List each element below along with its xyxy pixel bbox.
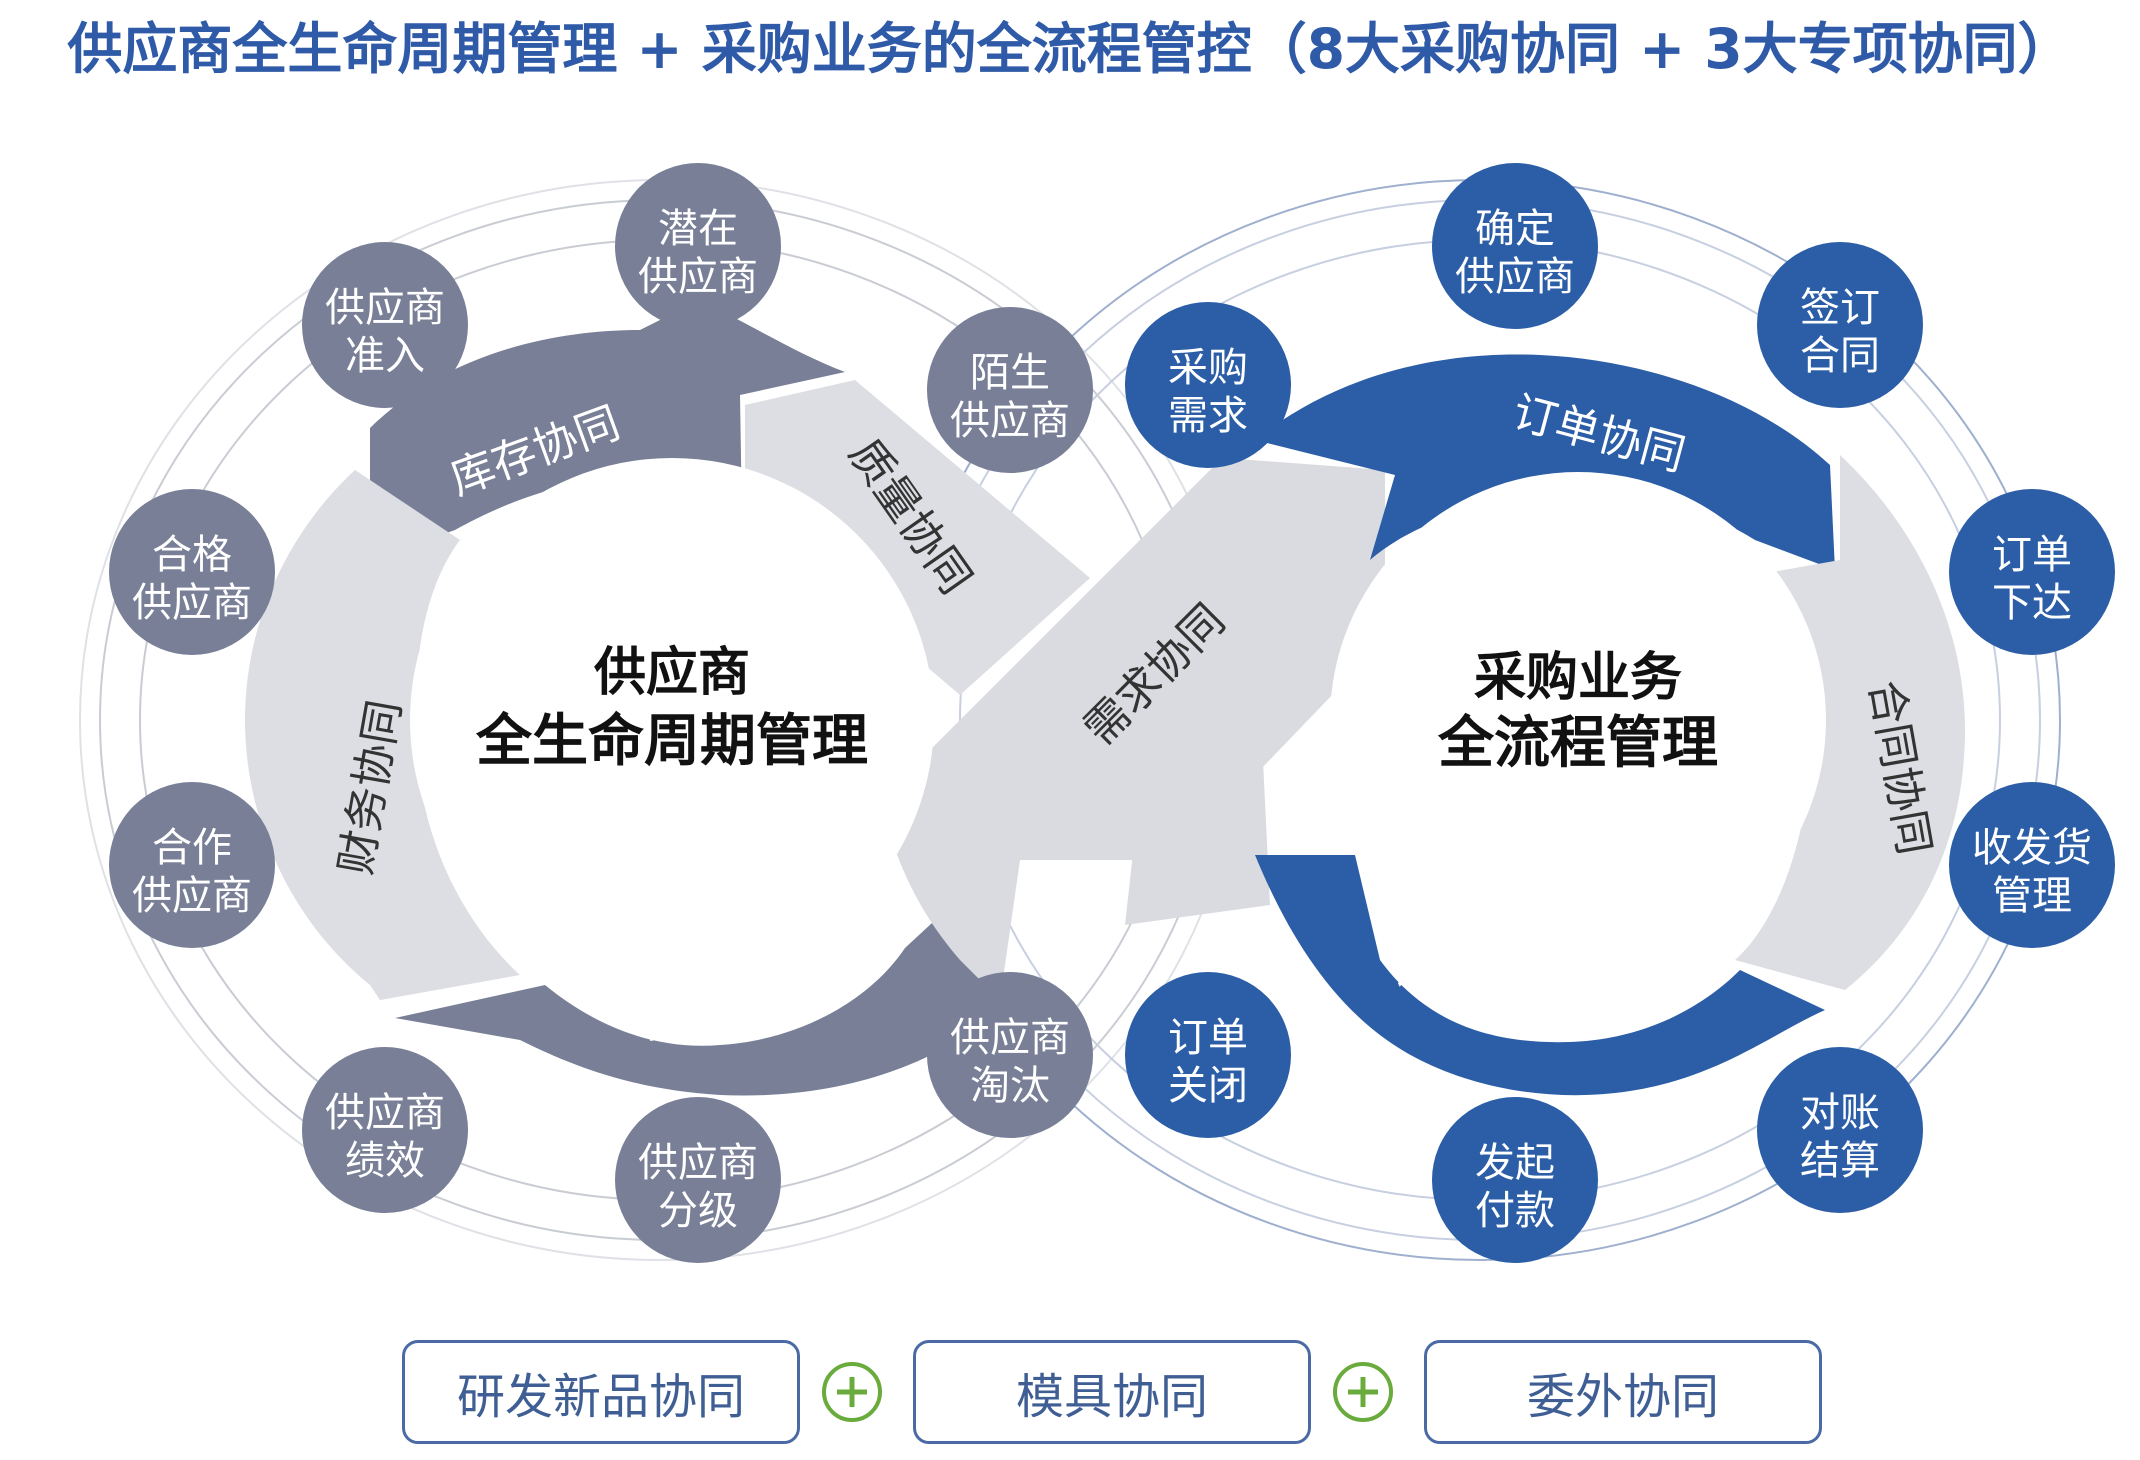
right-node-circle (1757, 1047, 1923, 1213)
right-node-circle (1432, 163, 1598, 329)
segment-technology (395, 860, 1000, 1096)
right-node-label: 订单 (1992, 532, 2072, 578)
bottom-row: 研发新品协同 模具协同 委外协同 (0, 1340, 2140, 1450)
left-node-label: 供应商 (950, 1015, 1070, 1061)
right-node-label: 需求 (1168, 393, 1248, 439)
left-node-label: 供应商 (950, 398, 1070, 444)
segment-order (1255, 354, 1835, 570)
left-center-line2: 全生命周期管理 (475, 709, 868, 774)
left-node-label: 供应商 (132, 580, 252, 626)
plus-icon (1333, 1362, 1393, 1422)
right-center-line1: 采购业务 (1474, 648, 1682, 708)
left-node-label: 准入 (345, 333, 425, 379)
right-node-label: 管理 (1992, 873, 2072, 919)
node-layer: 潜在供应商供应商准入陌生供应商合格供应商合作供应商供应商淘汰供应商绩效供应商分级… (109, 163, 2115, 1263)
right-node-label: 采购 (1168, 345, 1248, 391)
right-node-circle (1949, 782, 2115, 948)
right-node-label: 签订 (1800, 285, 1880, 331)
segment-demand (880, 455, 1385, 1000)
right-node-label: 合同 (1800, 333, 1880, 379)
bottom-item-outsourcing: 委外协同 (1424, 1340, 1822, 1444)
right-center-line2: 全流程管理 (1437, 711, 1718, 776)
left-node-circle (109, 489, 275, 655)
left-node-label: 供应商 (325, 1090, 445, 1136)
left-node-label: 合格 (152, 532, 232, 578)
right-node-circle (1949, 489, 2115, 655)
segment-demand-left-tip (1080, 740, 1270, 925)
left-node-label: 供应商 (325, 285, 445, 331)
right-node-label: 付款 (1475, 1188, 1555, 1234)
plus-icon (822, 1362, 882, 1422)
left-node-label: 供应商 (638, 254, 758, 300)
left-node-label: 合作 (152, 825, 232, 871)
right-center-circle (1330, 472, 1826, 968)
left-node-circle (302, 242, 468, 408)
left-node-label: 分级 (658, 1188, 738, 1234)
right-node-label: 供应商 (1455, 254, 1575, 300)
right-node-label: 发起 (1475, 1140, 1555, 1186)
left-node-label: 陌生 (970, 350, 1050, 396)
right-node-circle (1757, 242, 1923, 408)
right-node-label: 订单 (1168, 1015, 1248, 1061)
right-node-circle (1125, 302, 1291, 468)
bottom-item-rd: 研发新品协同 (402, 1340, 800, 1444)
right-node-label: 结算 (1800, 1138, 1880, 1184)
right-node-label: 确定 (1475, 206, 1555, 252)
right-node-label: 关闭 (1168, 1063, 1248, 1109)
page-title: 供应商全生命周期管理 + 采购业务的全流程管控（8大采购协同 + 3大专项协同） (67, 17, 2073, 81)
segment-quality (745, 380, 1090, 695)
left-node-label: 供应商 (132, 873, 252, 919)
bottom-item-mold: 模具协同 (913, 1340, 1311, 1444)
left-node-circle (302, 1047, 468, 1213)
left-node-circle (927, 972, 1093, 1138)
right-node-label: 收发货 (1972, 825, 2092, 871)
left-node-label: 潜在 (658, 206, 738, 252)
right-node-circle (1125, 972, 1291, 1138)
left-node-circle (927, 307, 1093, 473)
left-center-circle (410, 458, 934, 982)
left-node-circle (615, 163, 781, 329)
left-center-line1: 供应商 (594, 643, 750, 703)
segment-contract (1735, 455, 1965, 990)
right-node-label: 下达 (1992, 580, 2072, 626)
left-node-label: 淘汰 (970, 1063, 1050, 1109)
left-node-circle (109, 782, 275, 948)
right-node-label: 对账 (1800, 1090, 1880, 1136)
segment-delivery (1255, 855, 1825, 1096)
segment-finance (245, 470, 520, 1000)
right-node-circle (1432, 1097, 1598, 1263)
left-node-circle (615, 1097, 781, 1263)
left-node-label: 绩效 (345, 1138, 425, 1184)
left-node-label: 供应商 (638, 1140, 758, 1186)
